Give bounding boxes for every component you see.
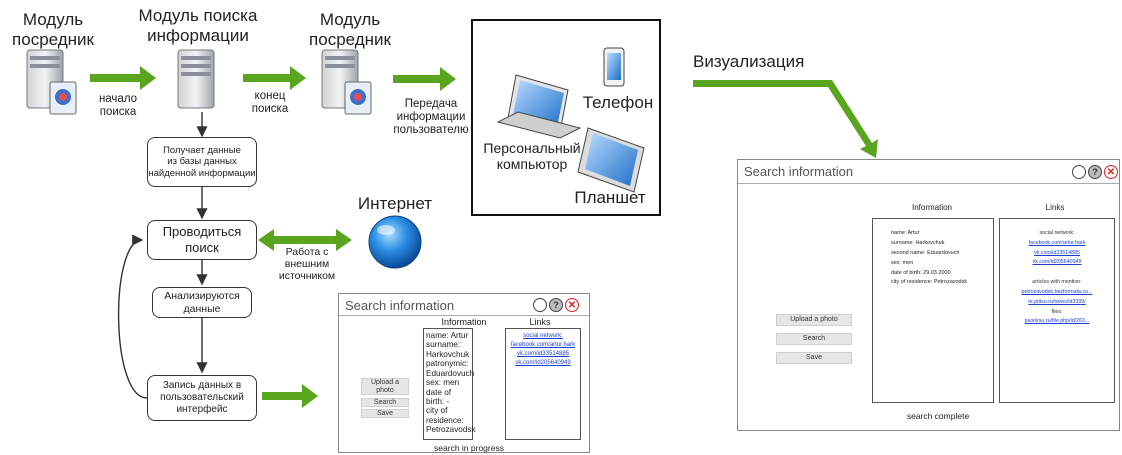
minimize-button[interactable] — [533, 298, 547, 312]
links-panel: social network: facebook.com/artur.hark … — [505, 328, 581, 440]
social-section-title: social network: — [1039, 230, 1075, 236]
link[interactable]: te.ptitsu.ru/news/id3399/ — [1028, 298, 1086, 305]
search-button[interactable]: Search — [776, 333, 852, 345]
tablet-label: Планшет — [574, 188, 646, 207]
info-line: Harkovchuk — [426, 349, 470, 359]
help-button[interactable]: ? — [1088, 165, 1102, 179]
links-section-title: social network: — [523, 333, 563, 339]
exchange-label: Работа с внешним источником — [278, 246, 336, 283]
link[interactable]: facebook.com/artur.hark — [510, 342, 576, 348]
links-header: Links — [529, 317, 551, 327]
info-panel: name: Artur surname: Harkovchuk second n… — [872, 218, 994, 403]
minimize-button[interactable] — [1072, 165, 1086, 179]
info-header: Information — [911, 203, 953, 212]
flow-connectors — [117, 112, 208, 399]
info-line: date of birth: 29.03.2000 — [891, 269, 951, 276]
tablet-icon — [577, 127, 645, 193]
info-line: name: Artur — [426, 331, 469, 340]
flow-box-get-data: Получает данные из базы данных найденной… — [147, 137, 257, 187]
info-line: name: Artur — [891, 230, 920, 236]
articles-section-title: articles with mention: — [1032, 279, 1082, 286]
visualization-label: Визуализация — [693, 52, 805, 71]
step3-label: Модуль посредник — [309, 10, 391, 49]
green-arrow — [393, 67, 456, 91]
phone-icon — [603, 47, 625, 87]
help-button[interactable]: ? — [549, 298, 563, 312]
search-button[interactable]: Search — [361, 398, 409, 407]
arrow1-label: начало поиска — [98, 93, 138, 119]
close-button[interactable]: ✕ — [565, 298, 579, 312]
server-icon — [26, 49, 77, 115]
arrow2-label: конец поиска — [251, 90, 289, 116]
info-line: surname: — [426, 340, 461, 350]
phone-label: Телефон — [582, 93, 654, 112]
step2-label: Модуль поиска информации — [138, 6, 258, 45]
laptop-icon — [496, 74, 582, 139]
close-button[interactable]: ✕ — [1104, 165, 1118, 179]
files-section-title: files: — [1051, 308, 1063, 315]
green-arrow — [243, 66, 306, 90]
server-icon — [177, 49, 215, 109]
link[interactable]: facebook.com/artur.hark — [1028, 239, 1086, 246]
info-line: city of residence: Petrozavodsk — [891, 279, 968, 286]
arrow3-label: Передача информации пользователю — [393, 98, 469, 137]
info-line: date of birth: - — [426, 387, 452, 406]
pc-label: Персональный компьютор — [483, 140, 581, 173]
upload-photo-button[interactable]: Upload a photo — [361, 378, 409, 395]
save-button[interactable]: Save — [776, 352, 852, 364]
server-icon — [321, 49, 372, 115]
double-arrow — [258, 229, 352, 251]
link[interactable]: vk.com/id205640949 — [1032, 259, 1082, 266]
search-window-small: Search information ? ✕ Information Links… — [338, 293, 590, 453]
search-window-large: Search information ? ✕ Information Links… — [737, 159, 1120, 431]
link[interactable]: vk.com/id33514885 — [516, 351, 570, 357]
info-line: city of residence: — [426, 406, 464, 425]
info-line: sex: men — [891, 259, 914, 266]
link[interactable]: psonksu.ru/file.php/id/263... — [1024, 318, 1090, 325]
step1-label: Модуль посредник — [12, 10, 94, 49]
info-line: second name: Eduardovuch — [891, 249, 960, 256]
globe-icon — [368, 215, 422, 269]
internet-label: Интернет — [357, 194, 433, 213]
flow-box-write-ui: Запись данных в пользовательский интерфе… — [147, 375, 257, 421]
info-line: patronymic: — [426, 359, 469, 369]
status-text: search in progress — [434, 443, 504, 453]
status-text: search complete — [906, 411, 970, 421]
link[interactable]: vk.com/id33514885 — [1034, 249, 1080, 256]
green-arrow — [90, 66, 156, 90]
info-header: Information — [441, 317, 487, 327]
upload-photo-button[interactable]: Upload a photo — [776, 314, 852, 326]
flow-box-analyze: Анализируются данные — [152, 287, 252, 318]
link[interactable]: vk.com/id205640949 — [515, 360, 571, 366]
info-line: Eduardovuch — [426, 368, 475, 378]
link[interactable]: petrozavodsk.bezformata.co... — [1021, 288, 1093, 295]
window-title: Search information — [744, 164, 854, 179]
info-panel: name: Artur surname: Harkovchuk patronym… — [423, 328, 476, 440]
info-line: surname: Harkovchuk — [891, 239, 945, 246]
window-title: Search information — [345, 298, 455, 313]
links-panel: social network: facebook.com/artur.hark … — [999, 218, 1115, 403]
green-arrow — [693, 80, 878, 158]
flow-box-search: Проводиться поиск — [147, 220, 257, 260]
save-button[interactable]: Save — [361, 409, 409, 418]
green-arrow — [262, 384, 318, 408]
info-line: Petrozavodsk — [426, 425, 476, 435]
info-line: sex: men — [426, 378, 460, 388]
links-header: Links — [1045, 203, 1065, 212]
